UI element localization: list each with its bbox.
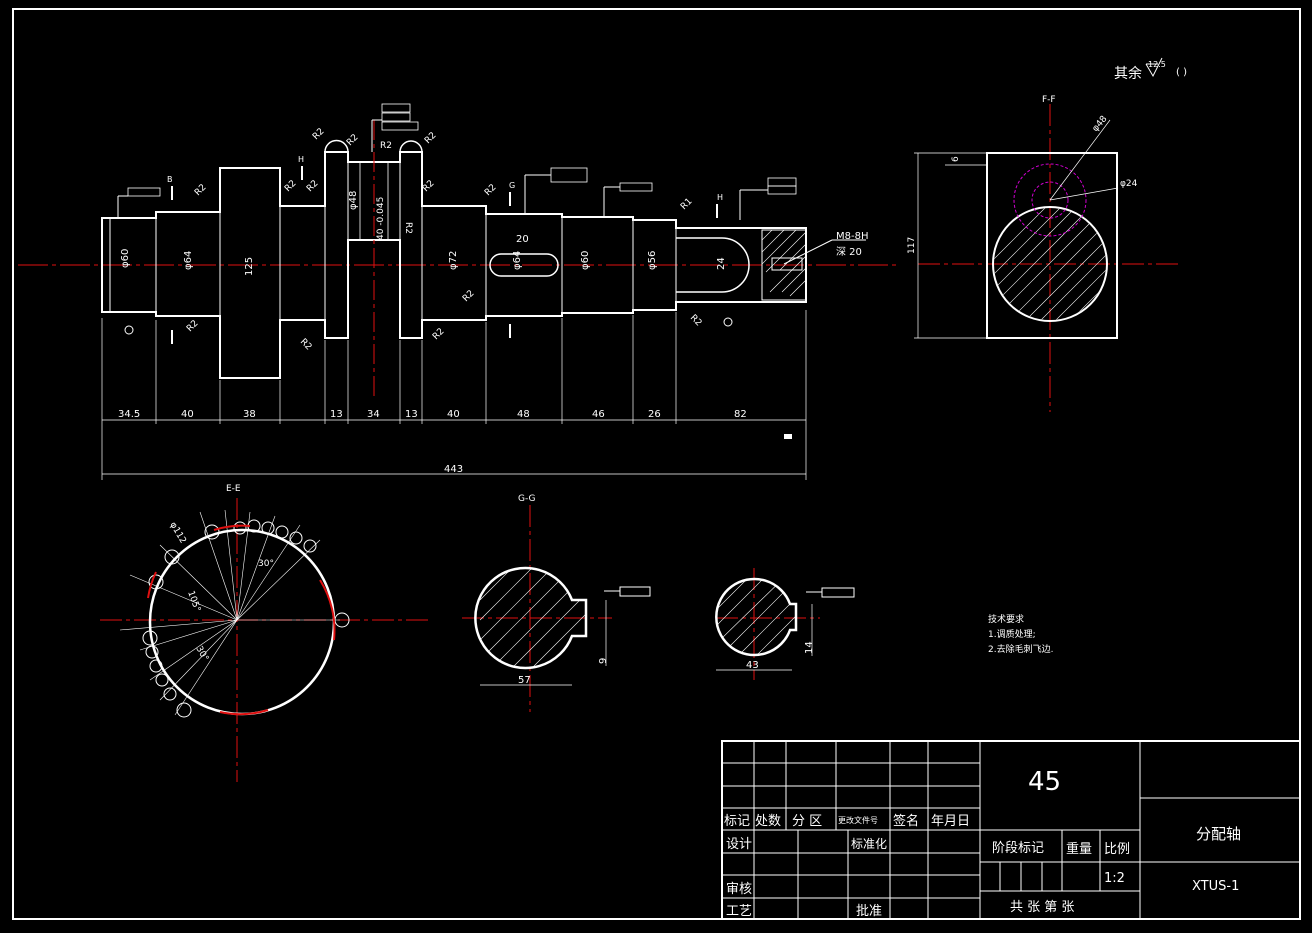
svg-text:H: H	[717, 193, 723, 202]
svg-text:M8-8H: M8-8H	[836, 231, 868, 242]
svg-text:30°: 30°	[258, 559, 274, 569]
svg-text:签名: 签名	[893, 813, 919, 829]
svg-text:57: 57	[518, 675, 531, 686]
svg-text:H: H	[298, 155, 304, 164]
svg-text:40: 40	[181, 409, 194, 420]
svg-text:30°: 30°	[193, 645, 210, 664]
svg-text:审核: 审核	[726, 882, 752, 897]
svg-text:125: 125	[244, 257, 255, 276]
svg-text:12.5: 12.5	[1148, 60, 1166, 69]
svg-text:批准: 批准	[856, 904, 882, 919]
svg-text:R2: R2	[483, 183, 499, 199]
svg-text:R2: R2	[283, 179, 299, 195]
svg-text:R2: R2	[688, 313, 704, 329]
svg-text:阶段标记: 阶段标记	[992, 841, 1044, 856]
svg-text:443: 443	[444, 464, 463, 475]
section-ff-view: F-F φ48 φ24 117 6	[907, 95, 1180, 412]
svg-text:比例: 比例	[1104, 842, 1130, 857]
svg-text:40 -0.045: 40 -0.045	[376, 197, 386, 240]
svg-text:φ60: φ60	[120, 249, 131, 268]
svg-text:共 张 第 张: 共 张 第 张	[1010, 900, 1074, 915]
svg-text:48: 48	[517, 409, 530, 420]
svg-text:深 20: 深 20	[836, 246, 862, 258]
section-gg-view: G-G 57 9	[462, 494, 651, 712]
shaft-main-view: φ60 φ64 125 φ48 40 -0.045 φ72 φ64 φ60 φ5…	[18, 103, 900, 480]
svg-text:1.调质处理;: 1.调质处理;	[988, 628, 1036, 640]
svg-text:F-F: F-F	[1042, 95, 1056, 105]
svg-text:R2: R2	[305, 179, 321, 195]
svg-text:R1: R1	[679, 197, 695, 213]
svg-text:R2: R2	[461, 289, 477, 305]
svg-text:φ64: φ64	[183, 251, 194, 270]
svg-text:38: 38	[243, 409, 256, 420]
material-value: 45	[1028, 767, 1061, 797]
svg-text:φ72: φ72	[448, 251, 459, 270]
svg-text:φ56: φ56	[647, 251, 658, 270]
svg-text:40: 40	[447, 409, 460, 420]
svg-text:工艺: 工艺	[726, 904, 752, 919]
svg-text:R2: R2	[380, 141, 392, 151]
section-hh-view: 43 14	[715, 568, 855, 680]
svg-text:B: B	[167, 175, 173, 184]
svg-text:R2: R2	[185, 319, 201, 335]
svg-text:9: 9	[598, 658, 609, 664]
drawing-border	[12, 8, 1301, 920]
svg-text:13: 13	[330, 409, 343, 420]
svg-text:20: 20	[516, 234, 529, 245]
svg-text:标记: 标记	[724, 814, 750, 829]
svg-text:φ48: φ48	[348, 191, 359, 210]
svg-text:34: 34	[367, 409, 380, 420]
svg-text:φ112: φ112	[167, 521, 187, 546]
svg-text:分 区: 分 区	[792, 814, 822, 829]
svg-text:φ64: φ64	[512, 251, 523, 270]
svg-text:34.5: 34.5	[118, 409, 140, 420]
svg-text:R2: R2	[423, 131, 439, 147]
svg-text:G: G	[509, 181, 515, 190]
svg-text:14: 14	[804, 641, 815, 654]
svg-text:R2: R2	[298, 337, 314, 353]
svg-text:43: 43	[746, 660, 759, 671]
svg-text:13: 13	[405, 409, 418, 420]
svg-text:46: 46	[592, 409, 605, 420]
svg-text:117: 117	[907, 237, 917, 254]
svg-text:更改文件号: 更改文件号	[838, 815, 878, 825]
technical-requirements: 技术要求 1.调质处理; 2.去除毛刺飞边.	[988, 613, 1053, 655]
svg-text:φ24: φ24	[1120, 179, 1138, 189]
svg-text:( ): ( )	[1176, 67, 1187, 78]
svg-text:E-E: E-E	[226, 484, 241, 494]
svg-text:24: 24	[716, 257, 727, 270]
svg-text:2.去除毛刺飞边.: 2.去除毛刺飞边.	[988, 643, 1053, 655]
svg-text:处数: 处数	[755, 814, 781, 829]
svg-text:其余: 其余	[1114, 65, 1142, 82]
svg-text:R2: R2	[403, 222, 413, 234]
svg-text:R2: R2	[345, 133, 361, 149]
svg-text:标准化: 标准化	[851, 837, 887, 851]
svg-text:G-G: G-G	[518, 494, 536, 504]
svg-text:R2: R2	[431, 327, 447, 343]
svg-text:1:2: 1:2	[1104, 871, 1125, 886]
title-block: 45 分配轴 XTUS-1 标记 处数 分 区 更改文件号 签名 年月日 设计 …	[721, 740, 1301, 920]
part-name: 分配轴	[1196, 825, 1241, 843]
svg-text:R2: R2	[311, 127, 327, 143]
drawing-number: XTUS-1	[1192, 879, 1239, 894]
svg-text:设计: 设计	[726, 837, 752, 852]
svg-text:技术要求: 技术要求	[988, 613, 1024, 625]
section-ee-view: E-E φ112 30° 105° 30°	[100, 484, 430, 782]
roughness-note: 其余 12.5 ( )	[1114, 57, 1187, 82]
svg-text:105°: 105°	[185, 590, 202, 614]
svg-text:82: 82	[734, 409, 747, 420]
svg-text:26: 26	[648, 409, 661, 420]
svg-text:R2: R2	[421, 179, 437, 195]
svg-text:φ60: φ60	[580, 251, 591, 270]
svg-text:R2: R2	[193, 183, 209, 199]
svg-text:6: 6	[951, 156, 961, 162]
svg-text:年月日: 年月日	[931, 814, 970, 829]
svg-text:重量: 重量	[1066, 841, 1092, 857]
